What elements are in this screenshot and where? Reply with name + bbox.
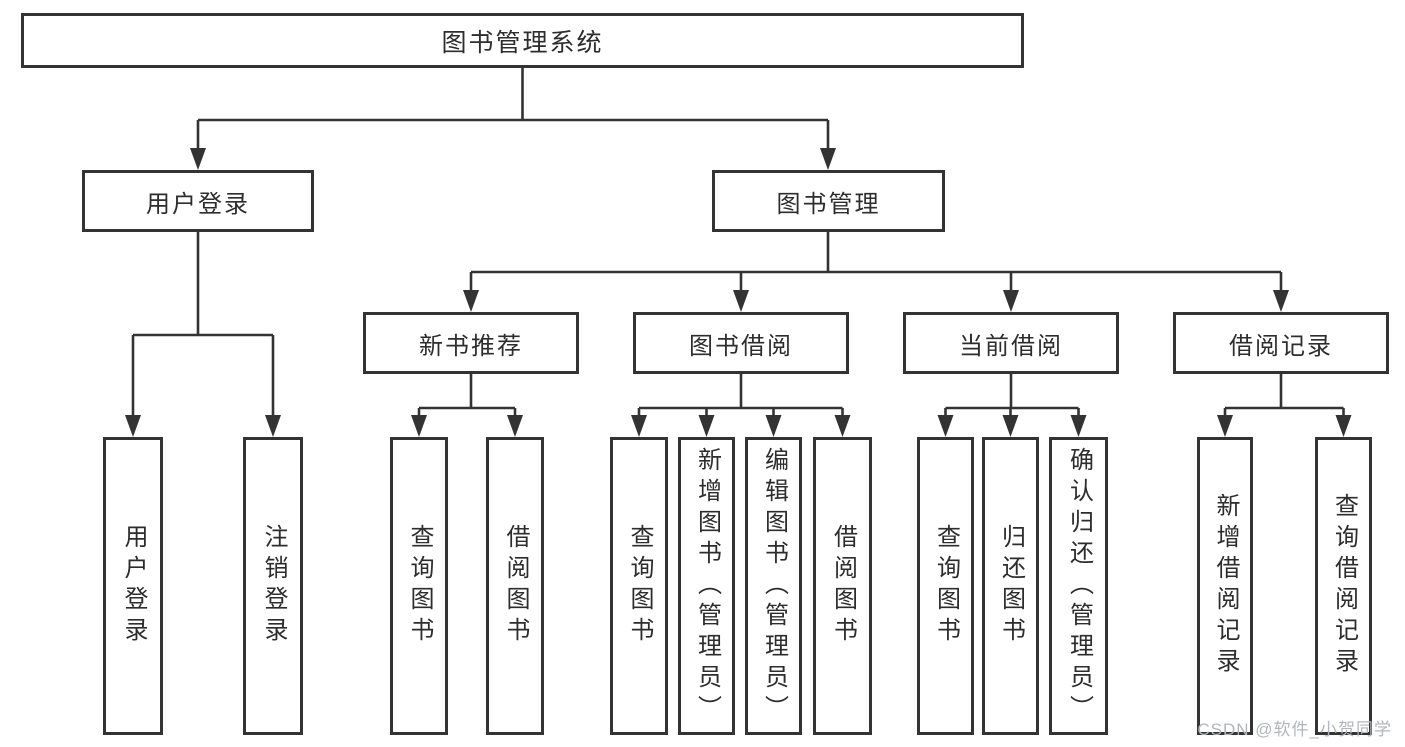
node-label: 图书管理 [776,190,881,218]
node-label: 用户登录 [146,190,250,218]
leaf-query-borrow-record: 查询借阅记录 [1315,437,1372,735]
leaf-logout: 注销登录 [243,437,303,735]
node-label: 图书借阅 [689,332,793,360]
node-borrow-records: 借阅记录 [1173,312,1389,374]
leaf-user-login: 用户登录 [103,437,163,735]
node-label: 编辑图书（管理员） [760,446,788,726]
node-current-borrowing: 当前借阅 [903,312,1119,374]
node-label: 当前借阅 [959,332,1063,360]
leaf-return-books: 归还图书 [982,437,1039,735]
node-label: 确认归还（管理员） [1065,446,1093,726]
leaf-borrow-books: 借阅图书 [813,437,872,735]
node-library-management-system: 图书管理系统 [21,13,1024,68]
leaf-confirm-return-admin: 确认归还（管理员） [1049,437,1108,735]
leaf-query-books-recommend: 查询图书 [390,437,448,735]
node-label: 新增借阅记录 [1212,493,1239,679]
leaf-borrow-books-recommend: 借阅图书 [486,437,544,735]
leaf-add-borrow-record: 新增借阅记录 [1197,437,1253,735]
node-book-management: 图书管理 [712,170,945,232]
node-label: 注销登录 [260,524,287,648]
node-label: 用户登录 [120,524,147,648]
node-label: 查询图书 [626,524,653,648]
leaf-query-books-current: 查询图书 [917,437,974,735]
node-label: 图书管理系统 [441,28,604,57]
csdn-watermark: CSDN @软件_小贺同学 [1197,720,1392,739]
node-new-book-recommend: 新书推荐 [363,312,579,374]
node-label: 借阅图书 [829,524,857,648]
node-label: 新增图书（管理员） [693,446,721,726]
leaf-add-books-admin: 新增图书（管理员） [678,437,735,735]
leaf-edit-books-admin: 编辑图书（管理员） [745,437,802,735]
node-label: 查询借阅记录 [1330,493,1358,679]
node-label: 查询图书 [932,524,960,648]
node-user-login: 用户登录 [82,170,314,232]
node-label: 查询图书 [406,524,433,648]
node-book-borrowing: 图书借阅 [633,312,849,374]
node-label: 借阅图书 [502,524,529,648]
leaf-query-books-borrowing: 查询图书 [610,437,668,735]
node-label: 借阅记录 [1229,332,1333,360]
node-label: 新书推荐 [419,332,523,360]
node-label: 归还图书 [997,524,1025,648]
